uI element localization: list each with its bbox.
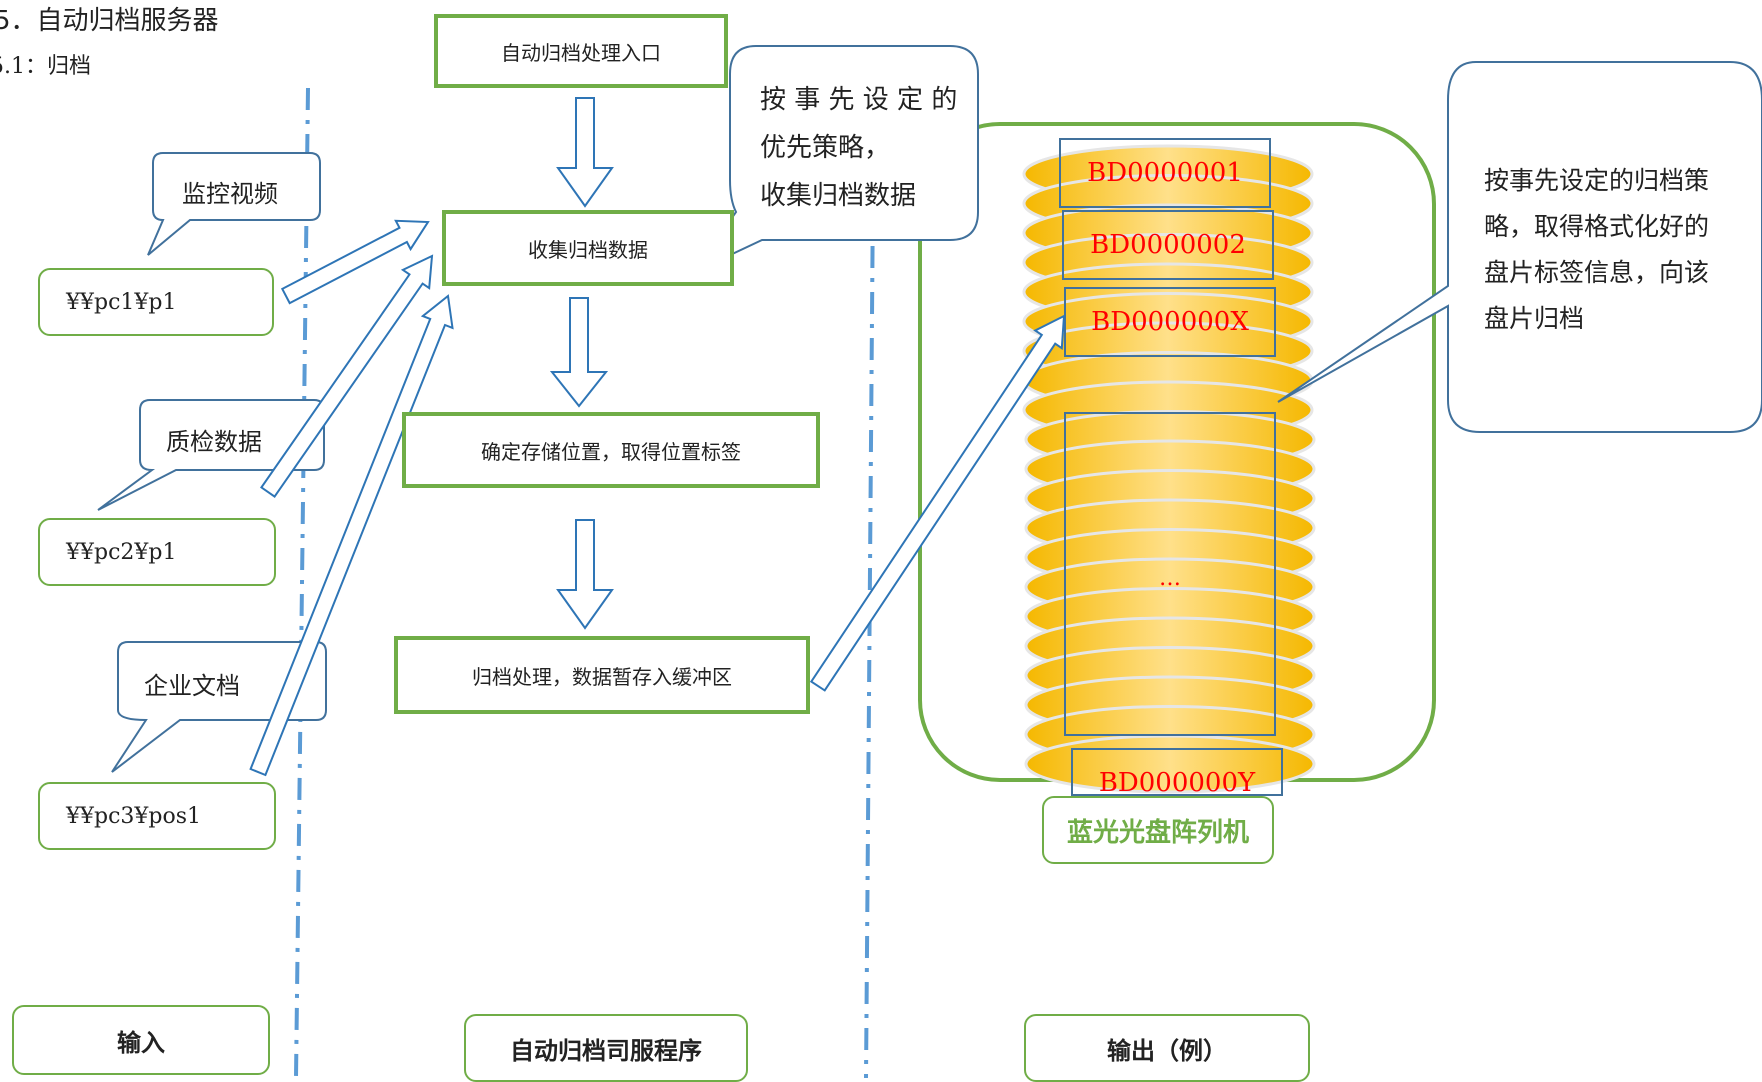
label-callout-line1: 按事先设定的归档策 xyxy=(1484,166,1710,195)
disc-label-y: BD000000Y xyxy=(1098,768,1256,798)
column-label-output: 输出（例） xyxy=(1024,1014,1310,1082)
source-path-pc2: ¥¥pc2¥p1 xyxy=(38,518,276,586)
lane-dividers xyxy=(294,61,876,1078)
label-callout-shape xyxy=(1277,61,1762,433)
source-callouts xyxy=(97,152,327,773)
section-subtitle: 5.1：归档 xyxy=(0,54,91,79)
arrow-pc1-to-collect xyxy=(280,219,430,305)
down-arrow-1 xyxy=(556,97,614,208)
column-label-server: 自动归档司服程序 xyxy=(464,1014,748,1082)
strategy-callout-text: 按 事 先 设 定 的 优先策略， 收集归档数据 xyxy=(760,76,957,220)
hollow-arrows xyxy=(549,97,614,630)
label-callout-text: 按事先设定的归档策 略，取得格式化好的 盘片标签信息，向该 盘片归档 xyxy=(1484,158,1709,342)
disc-ellipsis: … xyxy=(1159,566,1181,591)
down-arrow-3 xyxy=(556,519,614,630)
down-arrow-2 xyxy=(549,297,609,408)
callout-quality-data: 质检数据 xyxy=(166,428,262,456)
source-path-pc3: ¥¥pc3¥pos1 xyxy=(38,782,276,850)
strategy-callout-line1: 按 事 先 设 定 的 xyxy=(760,85,958,115)
strategy-callout-line2: 优先策略， xyxy=(760,133,891,163)
source-path-pc1: ¥¥pc1¥p1 xyxy=(38,268,274,336)
strategy-callout-shape xyxy=(691,45,979,275)
disc-label-1: BD0000001 xyxy=(1087,158,1243,188)
section-title: 5．自动归档服务器 xyxy=(0,6,219,36)
column-label-input: 输入 xyxy=(12,1005,270,1075)
arrow-archive-to-disc xyxy=(809,314,1066,692)
process-locate: 确定存储位置，取得位置标签 xyxy=(402,412,820,488)
callout-monitoring-video: 监控视频 xyxy=(182,180,278,208)
label-callout-line3: 盘片标签信息，向该 xyxy=(1484,258,1710,287)
disc-array-name: 蓝光光盘阵列机 xyxy=(1042,796,1274,864)
process-entry: 自动归档处理入口 xyxy=(434,14,728,88)
arrow-pc2-to-collect xyxy=(260,254,434,498)
disc-label-x: BD000000X xyxy=(1091,307,1249,337)
callout-enterprise-docs: 企业文档 xyxy=(144,672,240,700)
disc-stack xyxy=(1022,144,1316,794)
process-collect: 收集归档数据 xyxy=(442,210,734,286)
label-callout-line4: 盘片归档 xyxy=(1484,304,1585,333)
label-callout-line2: 略，取得格式化好的 xyxy=(1484,212,1710,241)
disc-label-2: BD0000002 xyxy=(1090,230,1246,260)
disc-label-boxes xyxy=(1059,138,1283,796)
strategy-callout-line3: 收集归档数据 xyxy=(760,181,917,211)
process-archive: 归档处理，数据暂存入缓冲区 xyxy=(394,636,810,714)
